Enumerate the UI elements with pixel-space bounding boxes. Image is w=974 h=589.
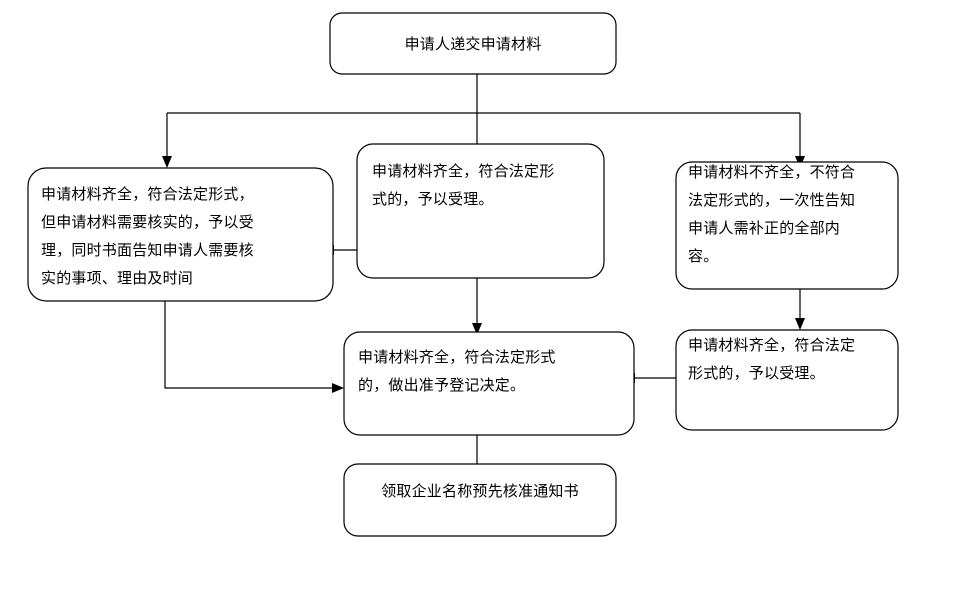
node-decision-box[interactable] bbox=[343, 331, 635, 436]
node-branch-right-top-box[interactable] bbox=[675, 161, 899, 290]
node-branch-middle-top-label: 申请材料齐全，符合法定形 式的，予以受理。 bbox=[372, 162, 555, 208]
node-branch-left-box[interactable] bbox=[27, 167, 334, 302]
edge-left-to-decision bbox=[164, 301, 333, 389]
node-branch-right-bottom-box[interactable] bbox=[675, 329, 899, 431]
node-decision-label: 申请材料齐全，符合法定形式 的，做出准予登记决定。 bbox=[358, 348, 556, 394]
node-branch-left-label: 申请材料齐全，符合法定形式， 但申请材料需要核实的，予以受 理，同时书面告知申请… bbox=[41, 185, 254, 287]
node-branch-right-bottom-label: 申请材料齐全，符合法定 形式的，予以受理。 bbox=[688, 336, 856, 382]
edge-middle-to-decision-arrowhead bbox=[472, 323, 482, 335]
node-result-box[interactable] bbox=[343, 463, 617, 537]
edge-right-top-to-right-bottom-arrowhead bbox=[795, 318, 805, 330]
node-start-box[interactable] bbox=[329, 12, 617, 75]
node-result-label: 领取企业名称预先核准通知书 bbox=[381, 482, 579, 500]
node-branch-right-top-label: 申请材料不齐全，不符合 法定形式的，一次性告知 申请人需补正的全部内 容。 bbox=[688, 163, 856, 265]
edge-split-to-left-arrowhead bbox=[162, 156, 172, 168]
node-branch-middle-top-box[interactable] bbox=[356, 143, 605, 279]
edge-left-to-decision-arrowhead bbox=[332, 383, 344, 393]
node-start-label: 申请人递交申请材料 bbox=[404, 35, 542, 53]
